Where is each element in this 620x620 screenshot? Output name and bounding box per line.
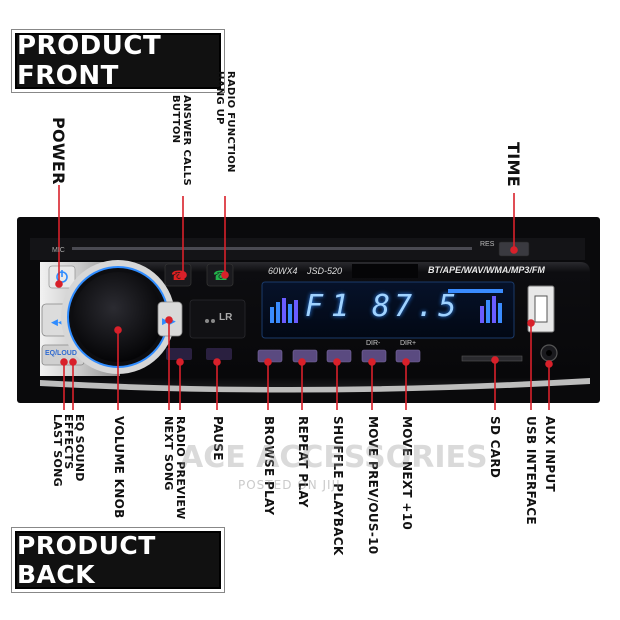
watermark-sub: POSTED ON JIJI <box>238 478 341 492</box>
label-pause: PAUSE <box>211 416 225 461</box>
label-answer-calls: ANSWER CALLS BUTTON <box>170 95 192 186</box>
dir-minus-label: DIR- <box>366 340 381 347</box>
label-aux-input: AUX INPUT <box>543 416 557 493</box>
display-frequency: 87.5 <box>372 289 461 324</box>
lr-button <box>189 299 246 339</box>
res-label: RES <box>480 241 495 248</box>
display-band: F1 <box>305 289 358 324</box>
label-radio-preview: RADIO PREVIEW NEXT SONG <box>162 416 187 520</box>
formats-label: BT/APE/WAV/WMA/MP3/FM <box>428 265 545 275</box>
label-power: POWER <box>49 117 68 185</box>
svg-text:◀◀: ◀◀ <box>51 318 65 328</box>
volume-knob <box>73 272 163 362</box>
label-eq-sound: EQ SOUND EFFECTS LAST SONG <box>51 414 86 487</box>
model-code-label: JSD-520 <box>307 266 343 276</box>
radio-preview-button <box>166 348 192 360</box>
label-volume-knob: VOLUME KNOB <box>112 416 126 519</box>
watermark-main: ACE ACCESSORIES <box>180 440 488 475</box>
product-front-banner: PRODUCT FRONT <box>15 31 221 91</box>
label-usb-interface: USB INTERFACE <box>524 416 538 525</box>
eq-bars-right <box>480 296 502 323</box>
leader-lines <box>55 185 553 410</box>
label-time: TIME <box>504 142 523 187</box>
hangup-button <box>206 263 234 287</box>
lcd-display <box>261 281 515 339</box>
dir-plus-label: DIR+ <box>400 340 417 347</box>
mic-label: MIC <box>52 247 65 254</box>
label-repeat-play: REPEAT PLAY <box>296 416 310 508</box>
pause-button <box>206 348 232 360</box>
label-move-next: MOVE NEXT +10 <box>400 416 414 530</box>
label-radio-function: RADIO FUNCTION HANG UP <box>214 71 236 173</box>
label-sd-card: SD CARD <box>488 416 502 479</box>
eq-bars-left <box>270 298 298 323</box>
model-label: 60WX4 <box>268 266 298 276</box>
label-browse-play: BROWSE PLAY <box>262 416 276 516</box>
answer-call-button <box>164 263 192 287</box>
eq-loud-label: EQ/LOUD <box>45 350 77 357</box>
label-shuffle-playback: SHUFFLE PLAYBACK <box>331 416 345 556</box>
label-move-prev: MOVE PREV/OUS-10 <box>366 416 380 555</box>
product-back-banner: PRODUCT BACK <box>15 531 221 589</box>
lr-label: LR <box>219 312 233 323</box>
